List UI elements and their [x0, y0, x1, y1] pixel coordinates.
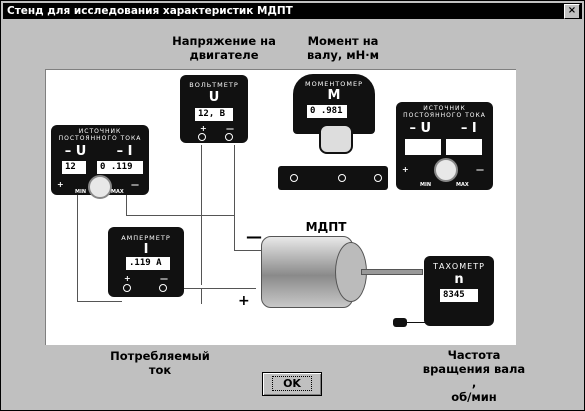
voltmeter-name: ВОЛЬТМЕТР [189, 81, 239, 89]
ammeter-display: .119 А [126, 257, 170, 270]
ammeter-symbol: I [143, 242, 149, 257]
voltmeter-plus-terminal[interactable] [198, 133, 206, 141]
dc-source-right-i-display [446, 139, 482, 155]
dc-source-left: ИСТОЧНИК ПОСТОЯННОГО ТОКА – U – I 12 0 .… [51, 125, 149, 199]
torque-caption: Момент на валу, мН·м [306, 34, 380, 62]
dc-source-left-i-display: 0 .119 А [97, 161, 143, 185]
wire [201, 288, 202, 304]
dc-source-right-knob[interactable] [434, 158, 458, 182]
ammeter: АМПЕРМЕТР I .119 А + — [108, 227, 184, 297]
torquemeter-name: МОМЕНТОМЕР [304, 80, 364, 88]
tachometer-sensor-cable [406, 322, 466, 323]
wire [234, 145, 235, 250]
torquemeter-base [278, 166, 388, 190]
dc-source-left-name: ИСТОЧНИК ПОСТОЯННОГО ТОКА [58, 128, 142, 142]
motor-minus-label: — [246, 227, 262, 246]
torquemeter-symbol: М [327, 88, 341, 103]
wire [126, 215, 235, 216]
motor-plus-label: + [238, 293, 250, 309]
motor-shaft [361, 269, 423, 275]
dc-source-right-max-label: MAX [456, 182, 469, 188]
stand-panel: ВОЛЬТМЕТР U 12, В + — МОМЕНТОМЕР М 0 .98… [45, 69, 516, 345]
dc-source-left-minus-label: — [131, 180, 139, 189]
dc-source-right-plus-label: + [402, 165, 409, 174]
voltmeter-symbol: U [208, 90, 220, 105]
voltmeter-plus-label: + [200, 124, 207, 133]
torquemeter-display: 0 .981 [307, 105, 347, 118]
voltmeter-minus-label: — [226, 124, 234, 133]
ammeter-minus-label: — [160, 274, 168, 283]
torquemeter-terminal-3[interactable] [374, 174, 382, 182]
title-bar: Стенд для исследования характеристик МДП… [3, 3, 582, 19]
wire [77, 185, 78, 301]
dc-source-right-u-display [405, 139, 441, 155]
wire [234, 250, 274, 251]
tachometer-sensor [393, 318, 407, 327]
torquemeter-clamp [319, 124, 353, 154]
dc-source-right-minus-label: — [476, 165, 484, 174]
tachometer-symbol: n [454, 272, 464, 287]
wire [77, 301, 122, 302]
window-title: Стенд для исследования характеристик МДП… [7, 5, 293, 17]
dc-source-left-min-label: MIN [75, 189, 87, 195]
dc-source-right-name: ИСТОЧНИК ПОСТОЯННОГО ТОКА [403, 105, 486, 119]
voltmeter: ВОЛЬТМЕТР U 12, В + — [180, 75, 248, 143]
speed-caption: Частота вращения вала , об/мин [422, 348, 526, 404]
current-caption: Потребляемый ток [110, 349, 210, 377]
torquemeter: МОМЕНТОМЕР М 0 .981 [293, 74, 375, 154]
ok-button-label: OK [272, 376, 312, 391]
dc-source-right: ИСТОЧНИК ПОСТОЯННОГО ТОКА – U – I + — MI… [396, 102, 493, 190]
ammeter-minus-terminal[interactable] [159, 284, 167, 292]
dc-source-left-plus-label: + [57, 180, 64, 189]
ammeter-name: АМПЕРМЕТР [121, 234, 171, 242]
dc-source-left-u-display: 12 [62, 161, 86, 174]
close-button[interactable]: × [564, 4, 580, 19]
dc-source-left-i-label: – I [116, 144, 133, 159]
wire [126, 185, 127, 215]
voltmeter-minus-terminal[interactable] [225, 133, 233, 141]
dc-source-right-min-label: MIN [420, 182, 432, 188]
motor [261, 236, 423, 308]
ammeter-plus-terminal[interactable] [123, 284, 131, 292]
dc-source-left-knob[interactable] [88, 175, 112, 199]
dc-source-left-u-label: – U [64, 144, 87, 159]
wire [201, 145, 202, 285]
wire [166, 288, 256, 289]
dc-source-left-max-label: MAX [111, 189, 124, 195]
tachometer-name: ТАХОМЕТР [433, 262, 485, 271]
torquemeter-terminal-1[interactable] [290, 174, 298, 182]
ok-button[interactable]: OK [262, 372, 322, 396]
torquemeter-terminal-2[interactable] [338, 174, 346, 182]
motor-caption: МДПТ [305, 220, 347, 234]
tachometer: ТАХОМЕТР n 8345 [424, 256, 494, 326]
dc-source-right-i-label: – I [460, 121, 477, 136]
tachometer-display: 8345 [440, 289, 478, 302]
voltage-caption: Напряжение на двигателе [172, 34, 276, 62]
ammeter-plus-label: + [124, 274, 131, 283]
dc-source-right-u-label: – U [409, 121, 432, 136]
voltmeter-display: 12, В [195, 108, 233, 121]
